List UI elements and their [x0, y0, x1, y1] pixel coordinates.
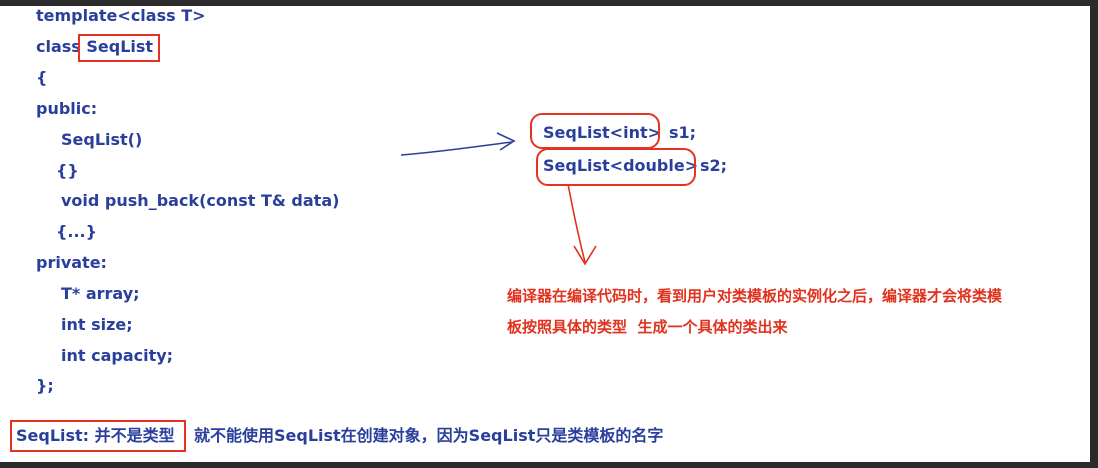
slide-canvas [0, 6, 1090, 462]
red-arrow-shaft [567, 183, 586, 263]
code-line-open-brace: { [36, 68, 48, 87]
code-line-public: public: [36, 99, 98, 118]
annotation-line-2: 板按照具体的类型 生成一个具体的类出来 [507, 318, 788, 336]
code-line-class: class SeqList [36, 37, 153, 57]
instance-int-type: SeqList<int> [543, 123, 662, 142]
blue-arrow-head [496, 132, 516, 151]
bottom-note: 就不能使用SeqList在创建对象，因为SeqList只是类模板的名字 [194, 426, 664, 445]
code-line-template: template<class T> [36, 6, 206, 25]
red-arrow-head [573, 245, 597, 266]
instance-double-type: SeqList<double> [543, 156, 699, 175]
bottom-bar [0, 462, 1098, 468]
class-keyword: class [36, 37, 87, 56]
instance-double-var: s2; [700, 156, 728, 175]
code-line-size: int size; [61, 315, 133, 334]
not-a-type-label: SeqList: 并不是类型 [16, 426, 175, 445]
top-bar [0, 0, 1098, 6]
code-line-ctor-body: {} [56, 161, 79, 180]
code-line-array: T* array; [61, 284, 140, 303]
code-line-push-back-body: {...} [56, 222, 98, 241]
class-name-highlight-box [78, 34, 160, 62]
code-line-constructor: SeqList() [61, 130, 143, 149]
instance-int-var: s1; [669, 123, 697, 142]
right-scroll-strip [1090, 0, 1098, 468]
class-name: SeqList [86, 37, 154, 56]
blue-arrow-shaft [400, 141, 513, 156]
code-line-capacity: int capacity; [61, 346, 174, 365]
code-line-close-brace: }; [36, 376, 54, 395]
code-line-push-back: void push_back(const T& data) [61, 191, 340, 210]
not-a-type-box [10, 420, 186, 452]
annotation-line-1: 编译器在编译代码时，看到用户对类模板的实例化之后，编译器才会将类模 [507, 287, 1003, 305]
instance-double-highlight [536, 148, 696, 186]
code-line-private: private: [36, 253, 107, 272]
